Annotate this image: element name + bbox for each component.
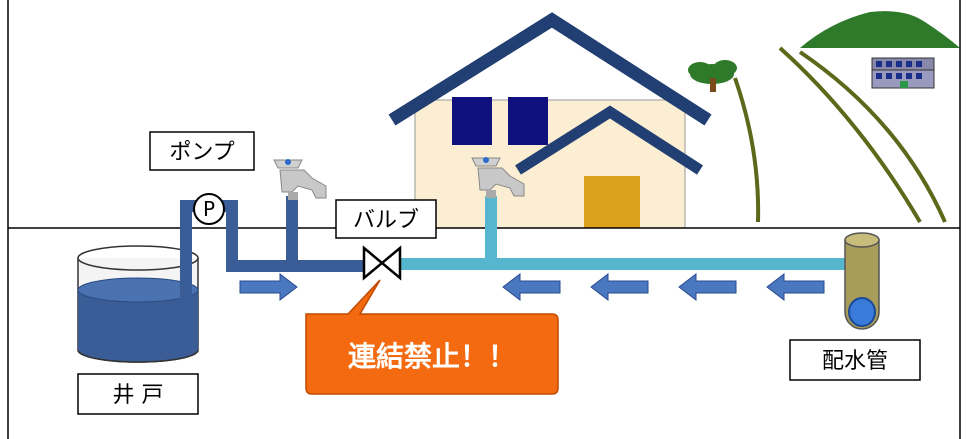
arrow-right-icon	[239, 272, 298, 302]
hill	[800, 11, 960, 48]
road-line-right	[798, 50, 947, 223]
public-pipes	[398, 196, 846, 270]
pump-symbol-label: P	[203, 197, 215, 221]
distribution-pipe-label: 配水管	[789, 339, 921, 381]
well-tank	[77, 245, 199, 363]
distribution-pipe-label-text: 配水管	[822, 349, 888, 374]
valve-label: バルブ	[335, 199, 437, 239]
intake-pipe	[180, 228, 192, 318]
flow-arrows	[239, 272, 825, 302]
faucet-icon	[273, 159, 327, 200]
warning-text: 連結禁止！！	[348, 340, 516, 373]
well-label: 井 戸	[77, 373, 199, 415]
arrow-left-icon	[590, 272, 649, 302]
arrow-left-icon	[766, 272, 825, 302]
distant-building-icon	[871, 57, 935, 89]
house	[388, 12, 712, 229]
arrow-left-icon	[502, 272, 561, 302]
window-right	[508, 97, 548, 145]
arrow-left-icon	[678, 272, 737, 302]
warning-callout: 連結禁止！！	[305, 279, 559, 395]
window-left	[452, 97, 492, 145]
faucet-icon	[471, 157, 525, 198]
road-line-left	[778, 46, 922, 224]
pump-label: ポンプ	[149, 131, 255, 171]
distribution-pipe-icon	[844, 232, 880, 330]
pump-label-text: ポンプ	[169, 140, 234, 165]
pump-symbol: P	[193, 193, 225, 225]
well-label-text: 井 戸	[113, 383, 164, 408]
tree-icon	[688, 60, 761, 223]
valve-label-text: バルブ	[353, 208, 419, 233]
door	[584, 176, 640, 228]
valve-symbol-icon	[362, 245, 402, 281]
